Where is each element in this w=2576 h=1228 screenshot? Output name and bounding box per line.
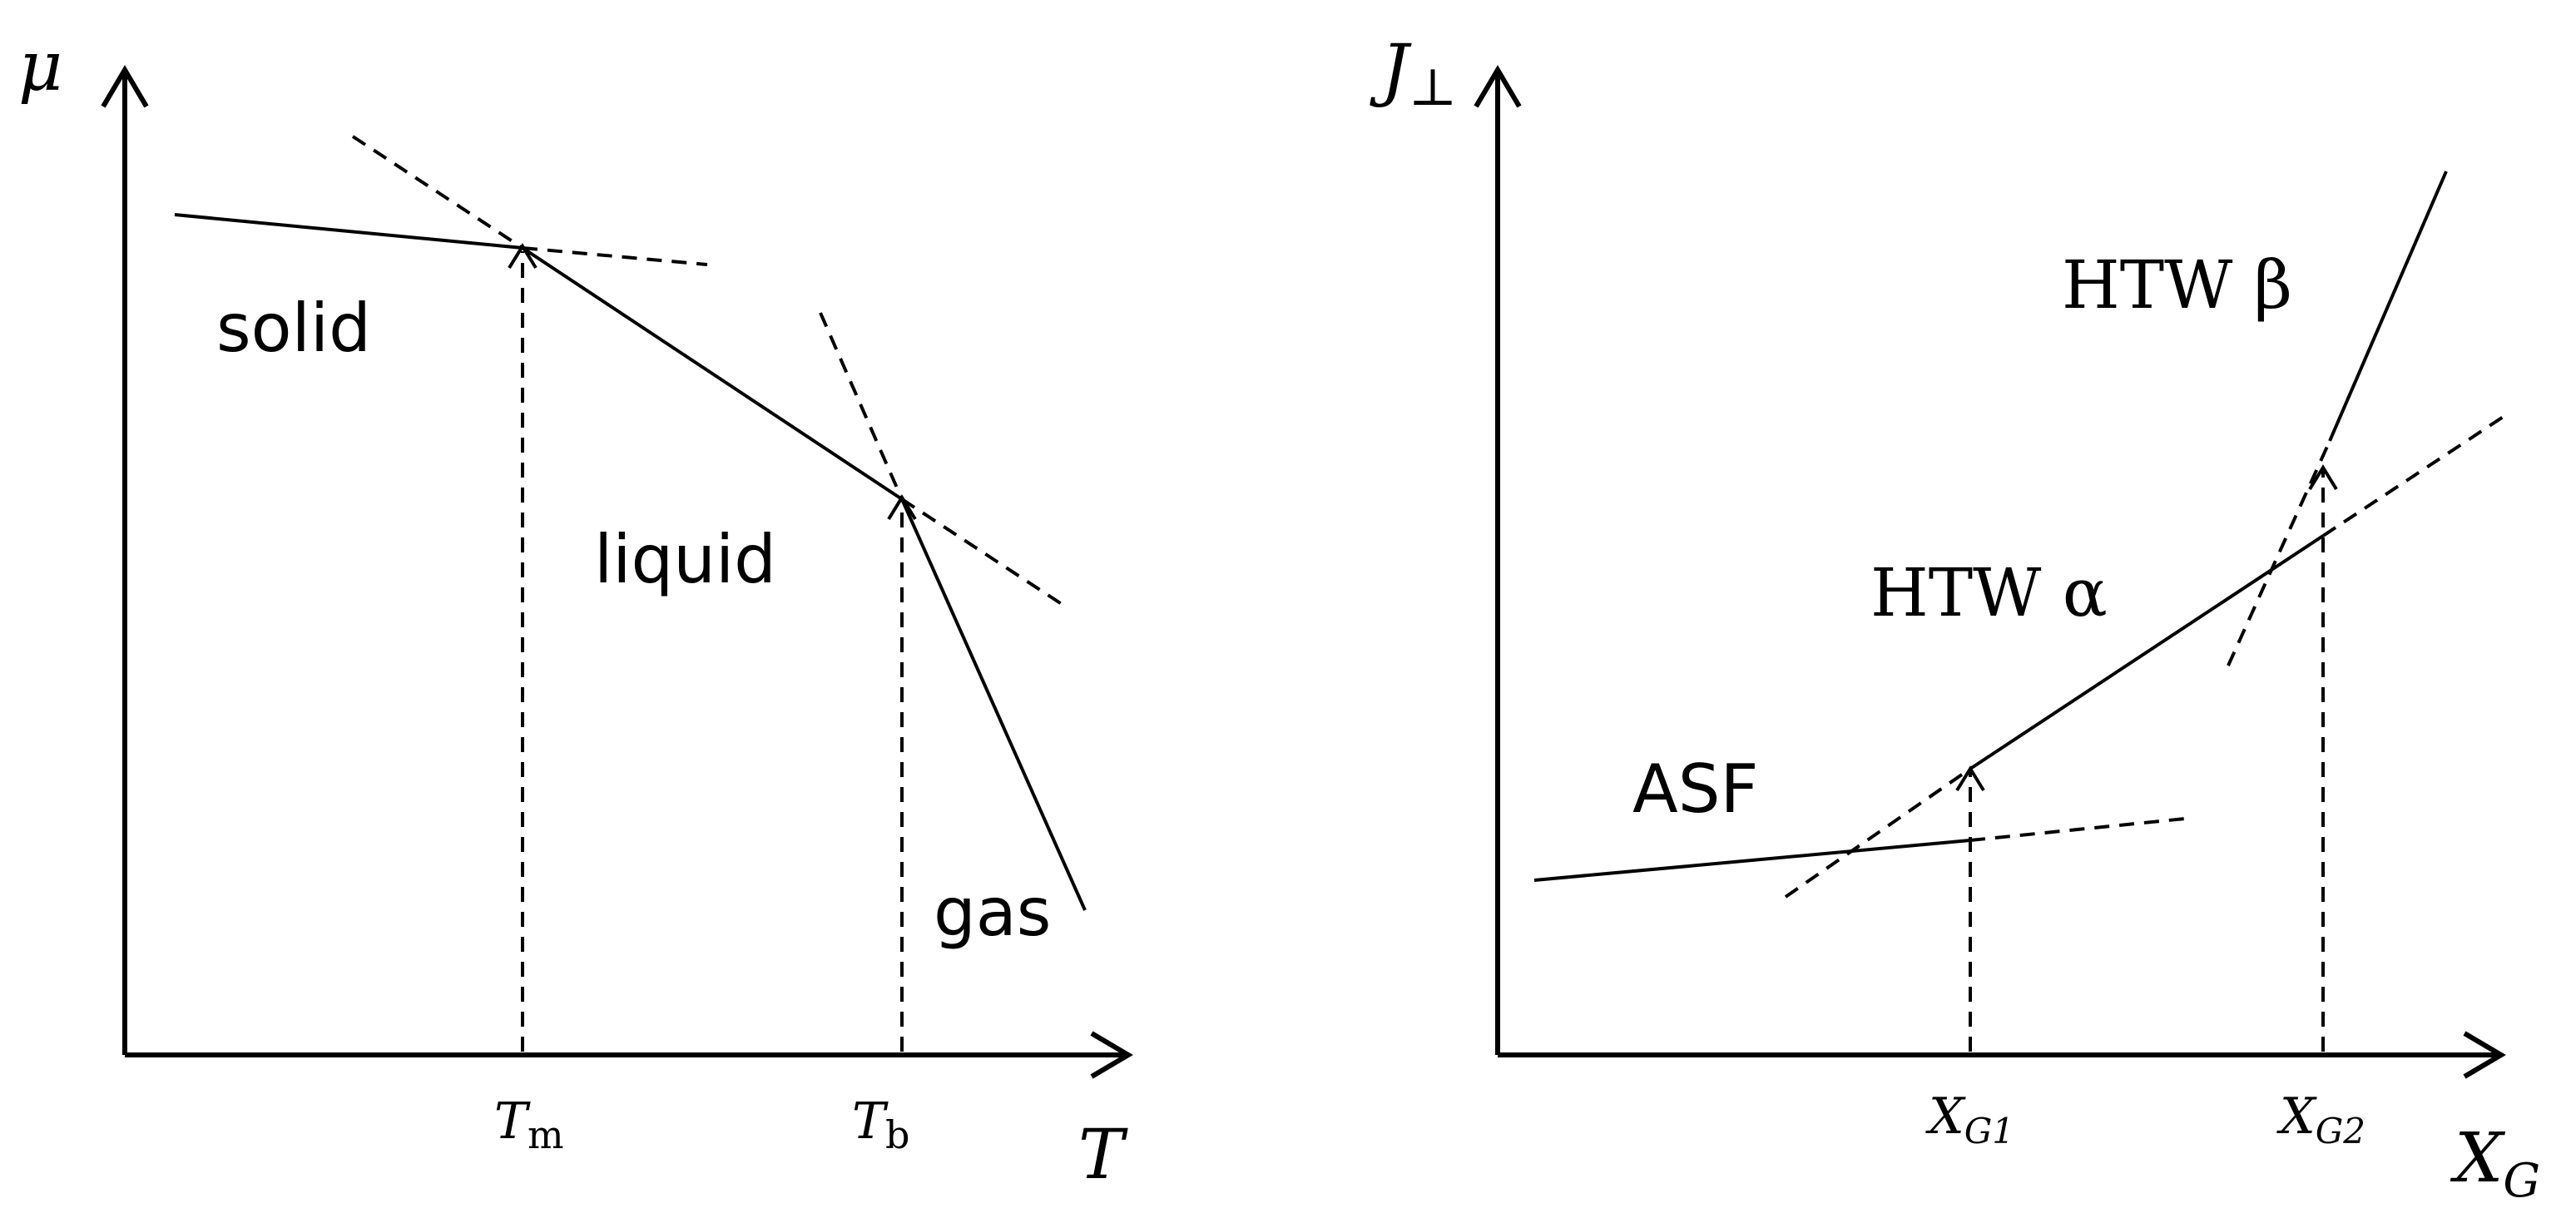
left-x-axis-label: T	[1078, 1116, 1128, 1195]
phase-label-liquid: liquid	[594, 521, 776, 598]
right-x-axis-arrow	[2463, 1031, 2506, 1079]
left-y-axis-label: μ	[18, 27, 62, 106]
tick-label-tb: Tb	[852, 1092, 909, 1157]
liquid-extension-lower	[900, 498, 1068, 609]
tick-label-xg2: XG2	[2276, 1087, 2365, 1151]
xg1-arrowhead	[1955, 765, 1985, 792]
htw-alpha-line	[1969, 534, 2325, 770]
solid-extension	[522, 246, 708, 266]
htw-alpha-extension-upper	[2321, 414, 2506, 537]
phase-label-gas: gas	[934, 874, 1051, 951]
right-x-axis-label: XG	[2450, 1119, 2540, 1208]
tick-label-xg1: XG1	[1925, 1087, 2014, 1151]
phase-label-solid: solid	[216, 290, 371, 367]
gas-extension-upper	[819, 312, 904, 500]
left-panel: μ T Tm Tb solid liquid gas	[18, 27, 1133, 1195]
regime-label-htw-beta: HTW β	[2062, 246, 2292, 324]
asf-line	[1533, 839, 1971, 882]
left-x-axis-arrow	[1090, 1031, 1133, 1079]
liquid-extension-upper	[351, 135, 524, 250]
regime-label-htw-alpha: HTW α	[1870, 554, 2108, 631]
right-y-axis-arrow	[1474, 65, 1522, 108]
gas-phase-line	[900, 498, 1087, 911]
right-panel: J⊥ XG XG1 XG2 ASF HTW α HTW β	[1370, 31, 2540, 1208]
boiling-arrowhead	[887, 494, 917, 521]
right-y-axis-label: J⊥	[1370, 31, 1457, 117]
xg2-arrowhead	[2308, 464, 2338, 491]
liquid-phase-line	[521, 246, 904, 501]
asf-extension	[1969, 817, 2186, 842]
regime-label-asf: ASF	[1632, 750, 1759, 828]
htw-beta-line	[2328, 171, 2448, 442]
solid-phase-line	[174, 213, 523, 250]
tick-label-tm: Tm	[494, 1092, 564, 1157]
left-y-axis-arrow	[101, 65, 149, 108]
melting-arrowhead	[508, 243, 537, 270]
htw-beta-extension-lower	[2227, 440, 2331, 666]
htw-alpha-extension-lower	[1784, 767, 1972, 899]
